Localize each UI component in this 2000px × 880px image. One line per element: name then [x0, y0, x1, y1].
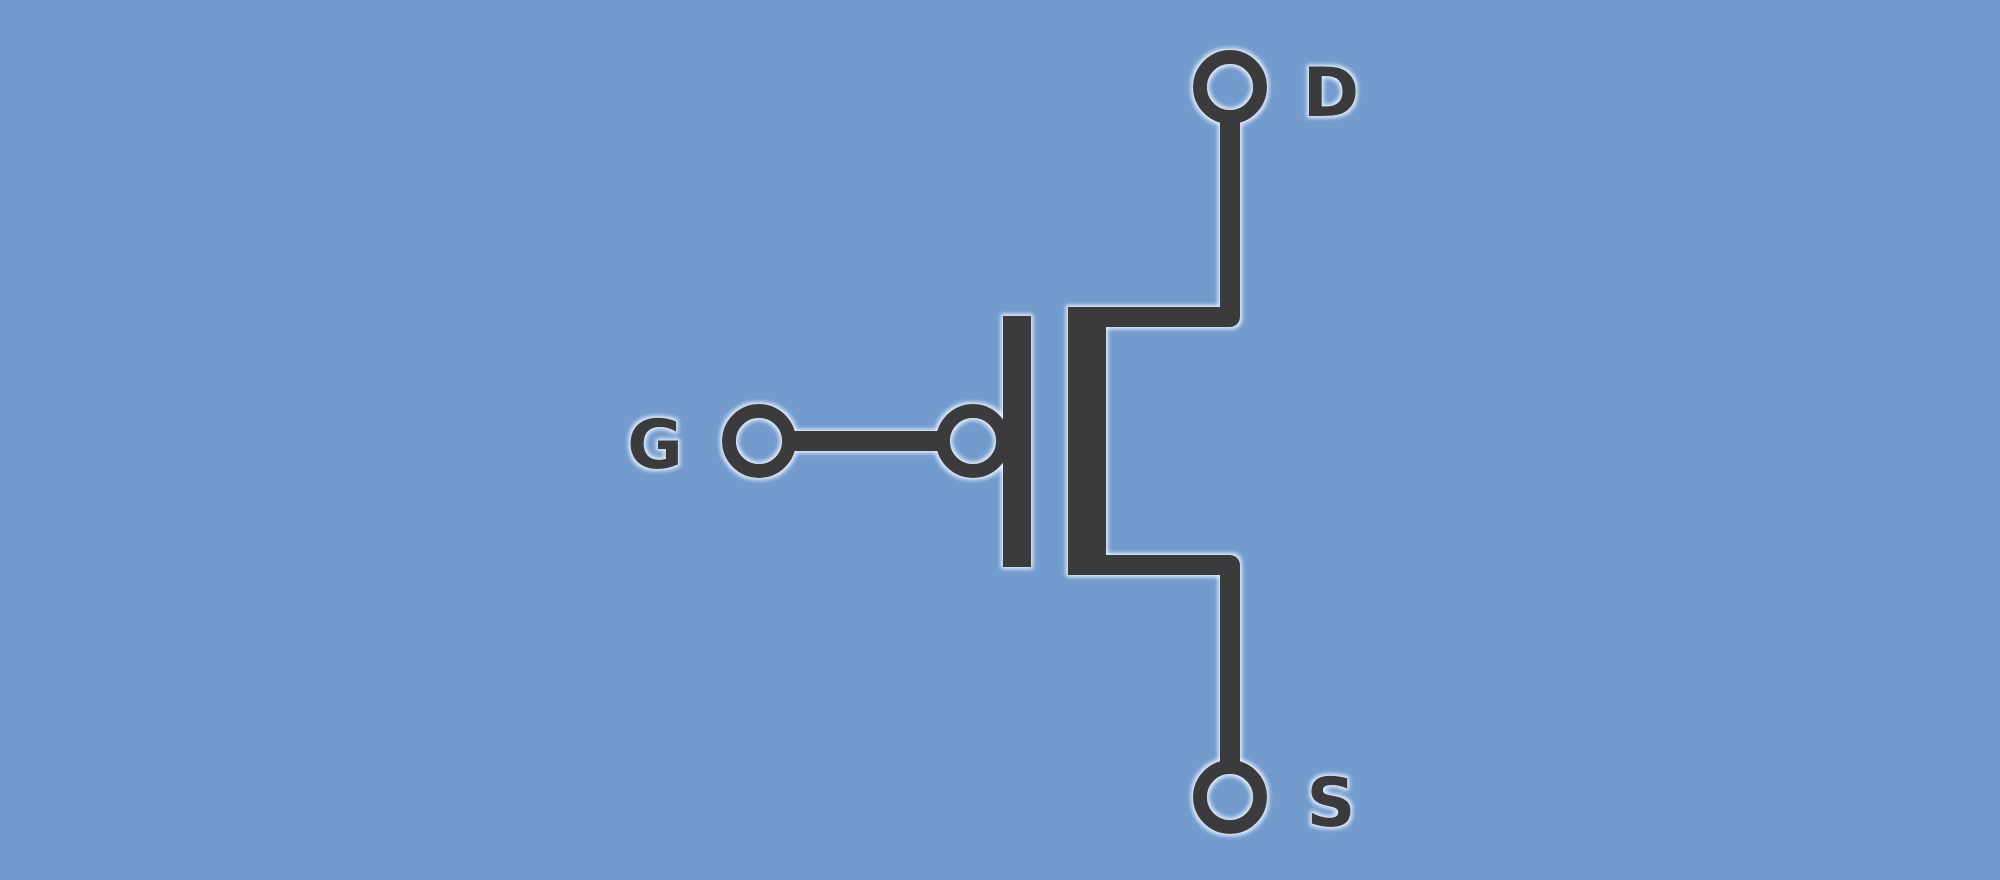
gate-terminal	[722, 404, 796, 478]
drain-lead	[1068, 117, 1240, 327]
gate-label: G	[627, 406, 683, 485]
source-label: S	[1307, 764, 1356, 843]
drain-label: D	[1303, 54, 1359, 133]
source-terminal	[1193, 760, 1267, 834]
source-lead	[1068, 555, 1240, 763]
inversion-bubble	[936, 404, 1010, 478]
drain-terminal	[1193, 50, 1267, 124]
